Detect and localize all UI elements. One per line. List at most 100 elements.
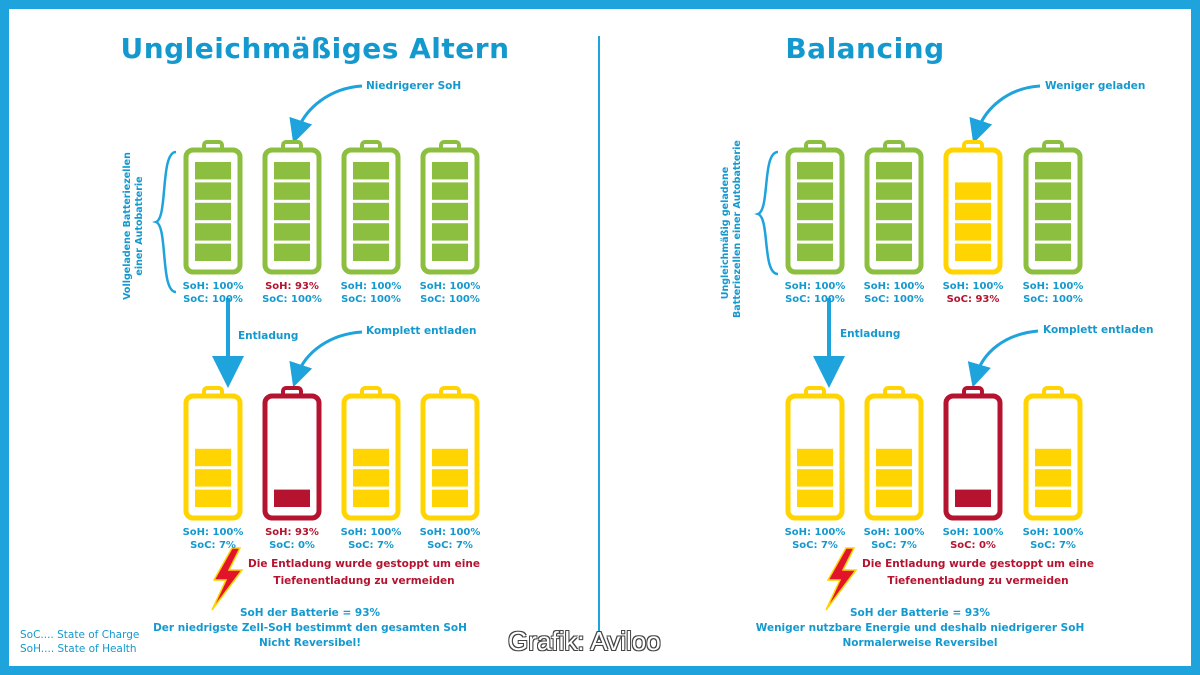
right-bottom-battery-icon-2 — [864, 386, 924, 521]
panel-divider — [598, 36, 600, 640]
cell-soh: SoH: 100% — [942, 281, 1004, 292]
charge-segment — [274, 162, 310, 180]
cell-soc: SoC: 0% — [269, 540, 315, 551]
cell-soh: SoH: 93% — [265, 281, 319, 292]
left-warning-line-1: Die Entladung wurde gestoppt um eine — [248, 558, 480, 570]
cell-soc: SoC: 93% — [946, 294, 1000, 305]
right-lightning-icon — [825, 547, 858, 611]
cell-soh: SoH: 100% — [784, 527, 846, 538]
charge-segment — [797, 202, 833, 221]
right-top-cell-stats-3: SoH: 100% SoC: 93% — [933, 280, 1013, 306]
right-bottom-cell-stats-4: SoH: 100% SoC: 7% — [1013, 526, 1093, 552]
charge-segment — [195, 182, 231, 200]
left-top-callout-arrow — [289, 84, 363, 144]
left-bottom-battery-3 — [341, 386, 401, 522]
left-summary: SoH der Batterie = 93% Der niedrigste Ze… — [150, 606, 470, 651]
charge-segment — [1035, 162, 1071, 180]
charge-segment — [353, 182, 389, 200]
left-bottom-battery-icon-3 — [341, 386, 401, 521]
left-top-battery-1 — [183, 140, 243, 276]
left-bottom-cell-stats-4: SoH: 100% SoC: 7% — [410, 526, 490, 552]
right-bottom-battery-icon-1 — [785, 386, 845, 521]
cell-soc: SoC: 7% — [1030, 540, 1076, 551]
charge-segment — [876, 469, 912, 487]
charge-segment — [876, 223, 912, 241]
right-bottom-battery-icon-4 — [1023, 386, 1083, 521]
right-bottom-battery-icon-3 — [943, 386, 1003, 521]
left-bottom-battery-icon-1 — [183, 386, 243, 521]
charge-segment — [432, 202, 468, 221]
charge-segment — [195, 202, 231, 221]
cell-soc: SoC: 100% — [341, 294, 401, 305]
left-top-battery-icon-4 — [420, 140, 480, 275]
charge-segment — [432, 243, 468, 261]
cell-soc: SoC: 100% — [1023, 294, 1083, 305]
cell-soc: SoC: 7% — [792, 540, 838, 551]
charge-segment — [195, 489, 231, 507]
right-bottom-battery-2 — [864, 386, 924, 522]
right-top-battery-2 — [864, 140, 924, 276]
charge-segment — [955, 489, 991, 507]
cell-soh: SoH: 100% — [419, 281, 481, 292]
right-top-battery-icon-1 — [785, 140, 845, 275]
right-bottom-callout: Komplett entladen — [1043, 324, 1154, 336]
left-bottom-battery-icon-4 — [420, 386, 480, 521]
left-top-cell-stats-2: SoH: 93% SoC: 100% — [252, 280, 332, 306]
left-top-battery-2 — [262, 140, 322, 276]
charge-segment — [353, 469, 389, 487]
charge-segment — [432, 223, 468, 241]
cell-soh: SoH: 100% — [1022, 527, 1084, 538]
cell-soh: SoH: 100% — [182, 527, 244, 538]
cell-soh: SoH: 100% — [863, 527, 925, 538]
left-bottom-battery-1 — [183, 386, 243, 522]
left-top-battery-icon-2 — [262, 140, 322, 275]
cell-soh: SoH: 100% — [340, 527, 402, 538]
charge-segment — [797, 243, 833, 261]
cell-soh: SoH: 100% — [340, 281, 402, 292]
cell-soc: SoC: 7% — [427, 540, 473, 551]
charge-segment — [1035, 243, 1071, 261]
charge-segment — [797, 489, 833, 507]
cell-soh: SoH: 100% — [784, 281, 846, 292]
charge-segment — [195, 162, 231, 180]
right-top-battery-icon-3 — [943, 140, 1003, 275]
right-warning: Die Entladung wurde gestoppt um eine Tie… — [846, 556, 1110, 590]
charge-segment — [353, 448, 389, 467]
cell-soc: SoC: 100% — [262, 294, 322, 305]
left-summary-line-3: Nicht Reversibel! — [259, 637, 361, 649]
right-top-battery-icon-2 — [864, 140, 924, 275]
charge-segment — [955, 182, 991, 200]
cell-soc: SoC: 0% — [950, 540, 996, 551]
left-top-callout: Niedrigerer SoH — [366, 80, 462, 92]
cell-soc: SoC: 7% — [871, 540, 917, 551]
left-top-battery-4 — [420, 140, 480, 276]
legend-soh: SoH.... State of Health — [20, 643, 137, 655]
cell-soh: SoH: 100% — [419, 527, 481, 538]
right-top-battery-1 — [785, 140, 845, 276]
right-bottom-cell-stats-2: SoH: 100% SoC: 7% — [854, 526, 934, 552]
charge-segment — [195, 448, 231, 467]
right-top-cell-stats-1: SoH: 100% SoC: 100% — [775, 280, 855, 306]
cell-soc: SoC: 100% — [785, 294, 845, 305]
right-top-callout: Weniger geladen — [1045, 80, 1146, 92]
left-warning: Die Entladung wurde gestoppt um eine Tie… — [232, 556, 496, 590]
right-bottom-callout-arrow — [967, 329, 1039, 388]
left-bottom-cell-stats-3: SoH: 100%SoC: 7% — [331, 526, 411, 552]
cell-soh: SoH: 100% — [1022, 281, 1084, 292]
right-top-battery-icon-4 — [1023, 140, 1083, 275]
charge-segment — [195, 469, 231, 487]
charge-segment — [274, 223, 310, 241]
charge-segment — [432, 182, 468, 200]
charge-segment — [1035, 469, 1071, 487]
right-title: Balancing — [785, 32, 945, 65]
legend-soc: SoC.... State of Charge — [20, 629, 140, 641]
right-warning-line-2: Tiefenentladung zu vermeiden — [887, 575, 1069, 587]
charge-segment — [432, 162, 468, 180]
left-bottom-battery-4 — [420, 386, 480, 522]
charge-segment — [274, 182, 310, 200]
left-top-cell-stats-3: SoH: 100% SoC: 100% — [331, 280, 411, 306]
right-bottom-cell-stats-3: SoH: 100%SoC: 0% — [933, 526, 1013, 552]
cell-soh: SoH: 93% — [265, 527, 319, 538]
charge-segment — [955, 202, 991, 221]
